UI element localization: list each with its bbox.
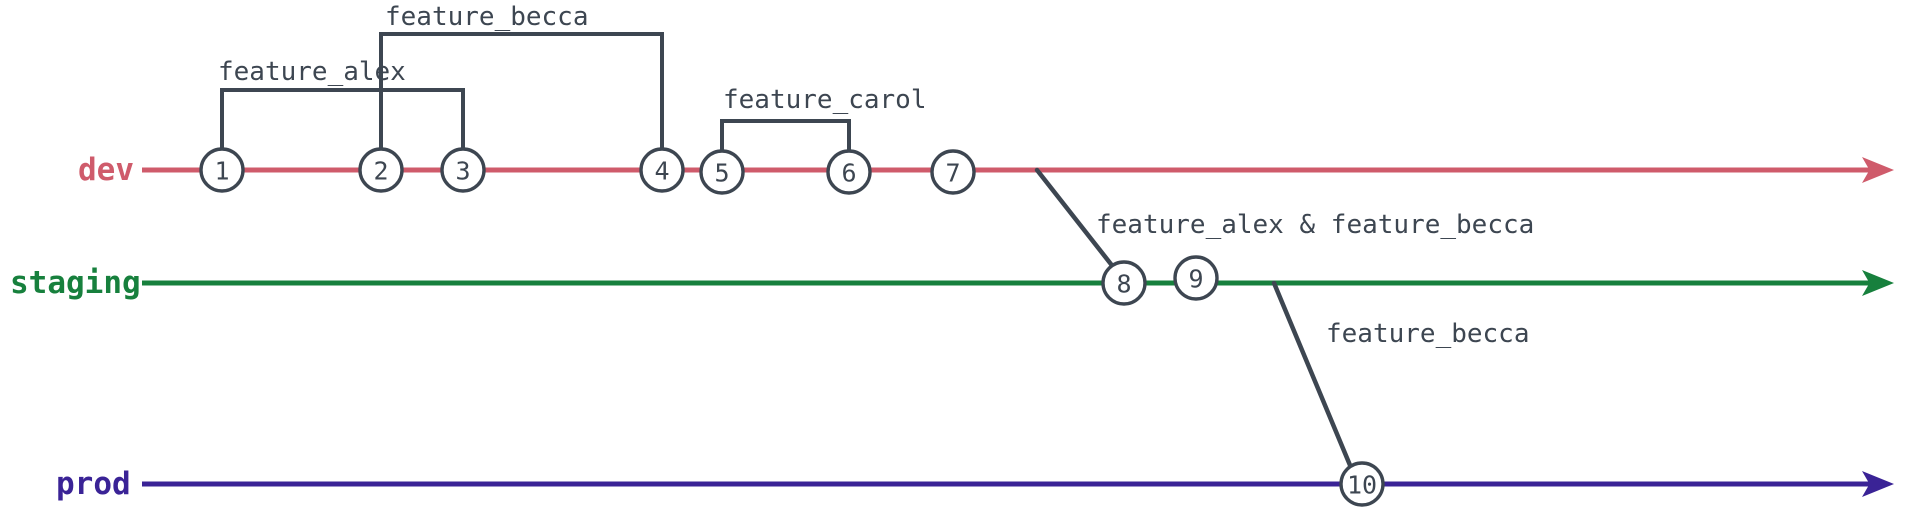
merge-line-staging-to-prod [1271,280,1355,473]
commit-label-5: 5 [714,159,729,188]
commit-node-9[interactable]: 9 [1173,255,1219,301]
commit-circle-9[interactable] [1173,255,1219,301]
commit-label-6: 6 [841,159,856,188]
feature-arc-feature_alex [220,88,465,151]
feature-labels-group: feature_alex feature_becca feature_carol [218,2,927,115]
commit-node-6[interactable]: 6 [826,149,872,195]
branch-lines-group [142,157,1894,497]
branch-label-staging: staging [10,265,141,301]
merge-label-staging-to-prod: feature_becca [1326,319,1530,349]
commit-nodes-group: 1 2 3 4 5 6 7 [199,147,1385,507]
feature-arc-feature_becca [379,32,664,151]
commit-node-5[interactable]: 5 [699,149,745,195]
commit-circle-4[interactable] [639,147,685,193]
commit-node-2[interactable]: 2 [358,147,404,193]
commit-label-4: 4 [654,157,669,186]
merge-label-dev-to-staging: feature_alex & feature_becca [1096,210,1534,240]
commit-circle-8[interactable] [1101,260,1147,306]
commit-circle-7[interactable] [930,149,976,195]
feature-arc-feature_carol [720,119,851,151]
commit-node-4[interactable]: 4 [639,147,685,193]
branch-label-prod: prod [56,466,131,502]
commit-label-10: 10 [1347,471,1377,500]
merge-lines-group [1034,167,1355,473]
commit-node-1[interactable]: 1 [199,147,245,193]
commit-label-8: 8 [1116,270,1131,299]
commit-node-3[interactable]: 3 [440,147,486,193]
commit-label-2: 2 [373,157,388,186]
commit-label-9: 9 [1188,265,1203,294]
commit-node-8[interactable]: 8 [1101,260,1147,306]
commit-label-3: 3 [455,157,470,186]
commit-circle-10[interactable] [1339,461,1385,507]
commit-circle-3[interactable] [440,147,486,193]
merge-labels-group: feature_alex & feature_becca feature_bec… [1096,210,1534,349]
commit-circle-1[interactable] [199,147,245,193]
feature-arcs-group [220,32,851,151]
commit-circle-2[interactable] [358,147,404,193]
feature-label-feature_carol: feature_carol [723,85,927,115]
feature-label-feature_alex: feature_alex [218,57,406,87]
branch-label-dev: dev [78,152,134,188]
commit-node-10[interactable]: 10 [1339,461,1385,507]
branch-labels-group: dev staging prod [10,152,141,502]
commit-label-1: 1 [214,157,229,186]
commit-node-7[interactable]: 7 [930,149,976,195]
commit-circle-6[interactable] [826,149,872,195]
feature-label-feature_becca: feature_becca [385,2,589,32]
commit-label-7: 7 [945,159,960,188]
commit-circle-5[interactable] [699,149,745,195]
merge-line-dev-to-staging [1034,167,1117,271]
